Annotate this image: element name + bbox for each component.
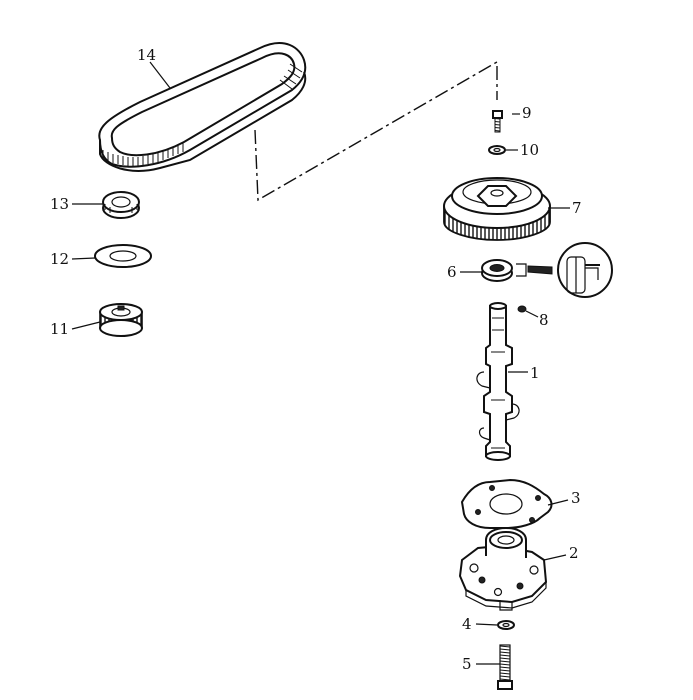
- bushing: [102, 191, 140, 219]
- callout-3: 3: [571, 489, 581, 507]
- alignment-line: [254, 60, 498, 202]
- pump-washer: [497, 620, 515, 630]
- callout-10: 10: [520, 141, 539, 159]
- callout-5: 5: [462, 655, 472, 673]
- callout-2: 2: [569, 544, 579, 562]
- callout-14: 14: [137, 46, 156, 64]
- callout-9: 9: [522, 104, 532, 122]
- flat-washer: [94, 244, 152, 268]
- pump-bolt: [497, 644, 513, 690]
- detail-view: [516, 242, 613, 298]
- camshaft: [476, 302, 520, 461]
- bolt-washer: [488, 145, 506, 155]
- dowel-pin: [517, 305, 527, 313]
- callout-8: 8: [539, 311, 549, 329]
- callout-numbers: 14 9 10 7 6 8 1 3 2 4 5 13 12 11: [50, 46, 582, 673]
- pulley-bolt: [492, 110, 503, 133]
- camshaft-pulley: [443, 177, 551, 241]
- callout-4: 4: [462, 615, 472, 633]
- callout-1: 1: [530, 364, 540, 382]
- callout-13: 13: [50, 195, 69, 213]
- leader-lines: [71, 61, 570, 665]
- timing-belt: [98, 42, 307, 172]
- callout-7: 7: [572, 199, 582, 217]
- callout-12: 12: [50, 250, 69, 268]
- pump-body: [458, 526, 548, 611]
- callout-6: 6: [447, 263, 457, 281]
- callout-11: 11: [50, 320, 69, 338]
- bearing: [481, 259, 513, 282]
- pump-gasket: [460, 478, 553, 529]
- crank-pulley: [99, 303, 143, 337]
